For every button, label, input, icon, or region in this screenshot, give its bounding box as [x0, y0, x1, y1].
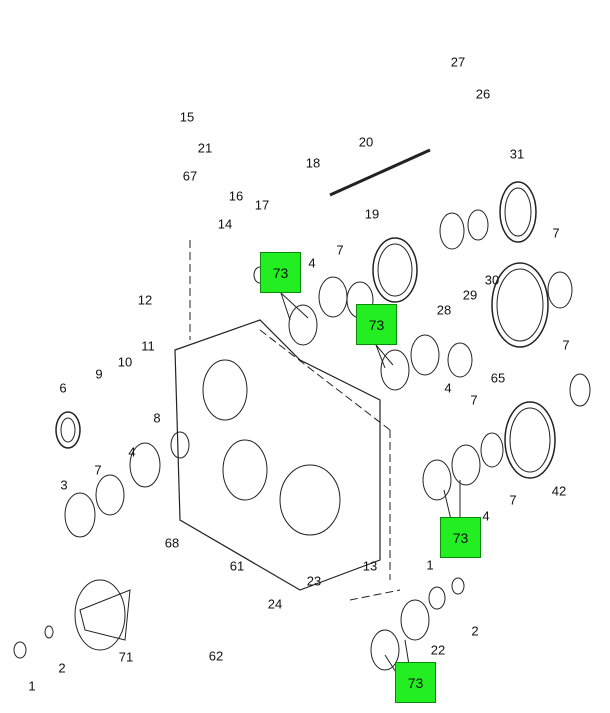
callout-73-box[interactable]: 73: [395, 662, 436, 703]
gearbox-housing: [174, 319, 381, 591]
part-number-label: 11: [141, 338, 155, 354]
housing-bore: [202, 359, 248, 421]
ring-part: [129, 442, 161, 488]
ring-part: [547, 271, 573, 309]
part-number-label: 21: [197, 140, 213, 156]
part-number-label: 2: [58, 660, 66, 676]
callout-73-box[interactable]: 73: [260, 252, 301, 293]
part-number-label: 7: [509, 492, 517, 508]
part-number-label: 31: [509, 146, 525, 162]
part-number-label: 4: [128, 444, 136, 460]
part-number-label: 29: [462, 287, 478, 303]
part-number-label: 20: [358, 134, 374, 150]
ring-part: [400, 599, 430, 641]
ring-part: [447, 342, 473, 378]
part-number-label: 7: [470, 392, 478, 408]
gear-part: [499, 181, 537, 243]
ring-part: [170, 431, 190, 459]
part-number-label: 28: [436, 302, 452, 318]
gear-part: [504, 401, 556, 479]
housing-bore: [279, 464, 341, 536]
ring-part: [13, 641, 27, 659]
part-number-label: 4: [482, 508, 490, 524]
part-number-label: 17: [254, 197, 270, 213]
ring-part: [467, 209, 489, 241]
part-number-label: 42: [551, 483, 567, 499]
ring-part: [451, 444, 481, 486]
part-number-label: 10: [117, 354, 133, 370]
ring-part: [64, 492, 96, 538]
part-number-label: 2: [471, 623, 479, 639]
ring-part: [451, 577, 465, 595]
ring-part: [422, 459, 452, 501]
ring-part: [288, 304, 318, 346]
ring-part: [480, 432, 504, 468]
gear-part: [509, 407, 551, 473]
housing-bore: [222, 439, 268, 501]
part-number-label: 3: [60, 477, 68, 493]
part-number-label: 68: [164, 535, 180, 551]
part-number-label: 61: [229, 558, 245, 574]
ring-part: [95, 474, 125, 516]
part-number-label: 8: [153, 410, 161, 426]
gear-part: [60, 417, 76, 443]
part-number-label: 27: [450, 54, 466, 70]
yoke-flange: [74, 579, 126, 651]
part-number-label: 4: [308, 255, 316, 271]
ring-part: [428, 586, 446, 610]
callout-73-box[interactable]: 73: [440, 517, 481, 558]
part-number-label: 22: [430, 642, 446, 658]
dashed-guide: [259, 329, 391, 431]
callout-73-box[interactable]: 73: [356, 304, 397, 345]
part-number-label: 12: [137, 292, 153, 308]
gear-part: [372, 237, 418, 303]
part-number-label: 7: [552, 225, 560, 241]
gear-part: [491, 262, 549, 348]
part-number-label: 4: [444, 380, 452, 396]
yoke-flange: [79, 589, 131, 641]
leader-line: [375, 344, 386, 369]
dashed-guide: [349, 589, 401, 601]
part-number-label: 14: [217, 216, 233, 232]
part-number-label: 7: [336, 242, 344, 258]
part-number-label: 1: [426, 557, 434, 573]
part-number-label: 24: [267, 596, 283, 612]
part-number-label: 1: [28, 678, 36, 694]
gear-part: [55, 411, 81, 449]
part-number-label: 18: [305, 155, 321, 171]
part-number-label: 7: [562, 337, 570, 353]
part-number-label: 6: [59, 380, 67, 396]
part-number-label: 23: [306, 573, 322, 589]
part-number-label: 15: [179, 109, 195, 125]
leader-line: [280, 292, 291, 321]
ring-part: [569, 373, 591, 407]
part-number-label: 67: [182, 168, 198, 184]
shift-rail: [329, 148, 431, 197]
ring-part: [44, 625, 54, 639]
part-number-label: 16: [228, 188, 244, 204]
gear-part: [496, 268, 544, 342]
part-number-label: 62: [208, 648, 224, 664]
ring-part: [318, 276, 348, 318]
part-number-label: 65: [490, 370, 506, 386]
ring-part: [370, 629, 400, 671]
part-number-label: 19: [364, 206, 380, 222]
gear-part: [504, 187, 532, 237]
part-number-label: 26: [475, 86, 491, 102]
ring-part: [439, 212, 465, 250]
gear-part: [377, 243, 413, 297]
part-number-label: 7: [94, 462, 102, 478]
part-number-label: 13: [362, 558, 378, 574]
part-number-label: 9: [95, 366, 103, 382]
part-number-label: 30: [484, 272, 500, 288]
ring-part: [380, 349, 410, 391]
leader-line: [375, 344, 394, 366]
leader-line: [280, 292, 309, 319]
part-number-label: 71: [118, 649, 134, 665]
ring-part: [410, 334, 440, 376]
